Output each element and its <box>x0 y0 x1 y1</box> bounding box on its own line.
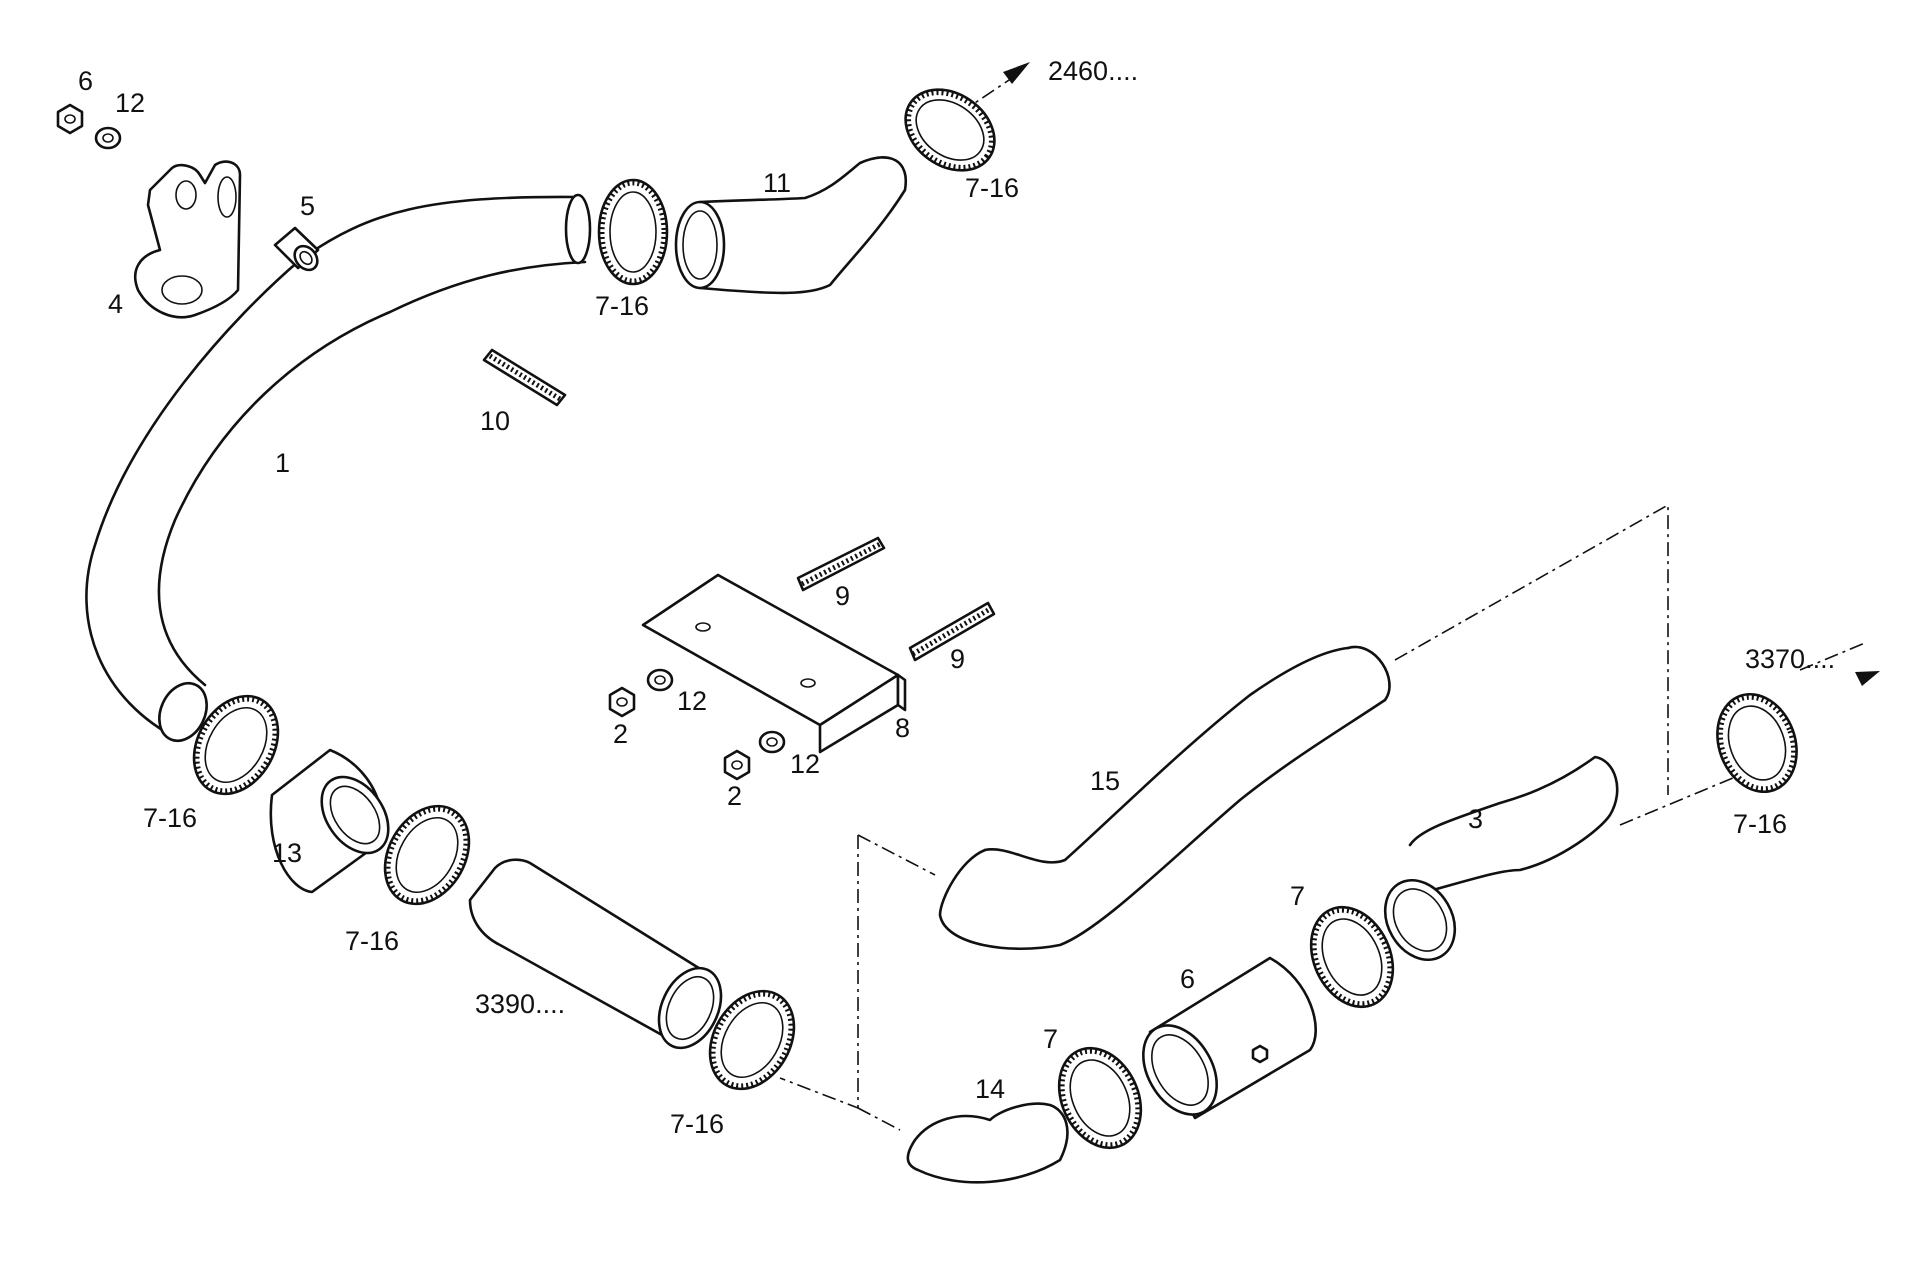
label-clamp-7-16: 7-16 <box>965 173 1019 203</box>
label-part-7: 7 <box>1290 881 1305 911</box>
label-clamp-7-16: 7-16 <box>143 803 197 833</box>
connection-lines <box>779 75 1866 1131</box>
arrow-3370-icon <box>1855 671 1880 686</box>
label-part-6: 6 <box>78 66 93 96</box>
washer-part-12b <box>758 730 786 754</box>
clamp-icon <box>383 804 471 906</box>
label-part-13: 13 <box>272 838 302 868</box>
label-part-9: 9 <box>835 581 850 611</box>
stud-part-9a <box>796 536 886 592</box>
plate-part-8 <box>641 573 907 754</box>
nut-icon <box>1251 1044 1269 1064</box>
clamp-icon <box>1716 692 1798 794</box>
label-ref-3390: 3390.... <box>475 989 565 1019</box>
washer-part-12a <box>646 668 674 692</box>
nut-icon <box>608 686 636 718</box>
hose-part-11 <box>674 156 908 295</box>
label-clamp-7-16: 7-16 <box>595 291 649 321</box>
bracket-part-4 <box>133 160 242 319</box>
label-clamp-7-16: 7-16 <box>345 926 399 956</box>
label-part-15: 15 <box>1090 766 1120 796</box>
nut-icon <box>56 103 84 135</box>
washer-icon <box>758 730 786 754</box>
label-part-2: 2 <box>727 781 742 811</box>
clamp-icon <box>597 178 669 286</box>
sleeve-part-13 <box>269 748 390 894</box>
label-part-3: 3 <box>1468 804 1483 834</box>
hose-part-3 <box>1383 755 1619 962</box>
label-part-12: 12 <box>115 88 145 118</box>
spacer-part-5 <box>273 226 320 272</box>
part-labels: 6 12 5 4 10 1 11 7-16 7-16 2460.... 9 9 … <box>78 56 1835 1139</box>
label-part-9: 9 <box>950 644 965 674</box>
hose-part-1 <box>85 193 592 743</box>
label-part-2: 2 <box>613 719 628 749</box>
hose-part-14 <box>906 1102 1069 1184</box>
label-part-7: 7 <box>1043 1024 1058 1054</box>
nut-part-2b <box>723 749 751 781</box>
label-part-12: 12 <box>790 749 820 779</box>
washer-icon <box>94 126 122 150</box>
label-part-12: 12 <box>677 686 707 716</box>
label-part-10: 10 <box>480 406 510 436</box>
label-part-8: 8 <box>895 713 910 743</box>
label-part-4: 4 <box>108 289 123 319</box>
nut-icon <box>723 749 751 781</box>
label-ref-2460: 2460.... <box>1048 56 1138 86</box>
label-part-14: 14 <box>975 1074 1005 1104</box>
nut-part-2a <box>608 686 636 718</box>
label-clamp-7-16: 7-16 <box>1733 809 1787 839</box>
pipe-3390 <box>468 858 723 1050</box>
clamps <box>192 88 1798 1150</box>
clamp-icon <box>904 88 996 172</box>
clamp-icon <box>708 989 796 1091</box>
stud-part-10 <box>482 348 567 407</box>
label-part-1: 1 <box>275 448 290 478</box>
label-part-5: 5 <box>300 191 315 221</box>
label-part-11: 11 <box>763 168 791 198</box>
sleeve-part-6 <box>1142 956 1318 1120</box>
arrow-2460-icon <box>1003 62 1030 84</box>
label-ref-3370: 3370.... <box>1745 644 1835 674</box>
clamp-icon <box>1309 905 1395 1009</box>
label-clamp-7-16: 7-16 <box>670 1109 724 1139</box>
clamp-icon <box>192 694 280 796</box>
washer-icon <box>646 668 674 692</box>
nut-part-6-top <box>56 103 84 135</box>
stud-part-9b <box>908 601 996 662</box>
label-part-6: 6 <box>1180 964 1195 994</box>
washer-part-12-top <box>94 126 122 150</box>
clamp-icon <box>1057 1046 1143 1150</box>
hose-part-15 <box>938 645 1391 951</box>
